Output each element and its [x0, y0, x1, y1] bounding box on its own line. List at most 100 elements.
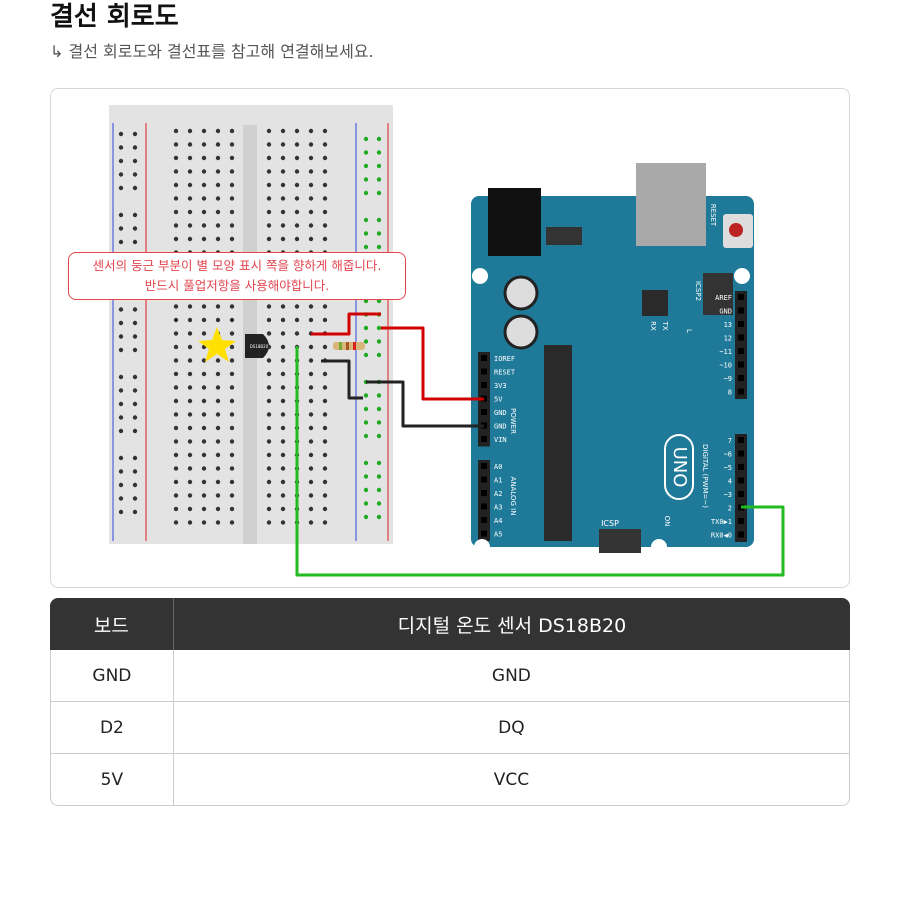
breadboard-hole	[294, 304, 300, 309]
pin	[738, 491, 744, 497]
breadboard-hole	[187, 398, 193, 404]
pin-label: GND	[494, 409, 507, 417]
breadboard-hole	[187, 128, 193, 134]
breadboard-hole	[280, 196, 286, 201]
breadboard-hole	[215, 452, 221, 458]
breadboard-hole	[215, 371, 221, 377]
breadboard-hole	[215, 317, 221, 323]
breadboard-hole	[173, 344, 179, 350]
microcontroller-chip	[544, 345, 572, 541]
breadboard-hole	[266, 520, 272, 525]
breadboard-hole	[266, 479, 272, 485]
breadboard-hole	[201, 479, 207, 485]
breadboard-hole	[201, 358, 207, 363]
rail-hole	[132, 307, 138, 312]
breadboard-hole	[266, 304, 272, 309]
rail-hole	[363, 514, 369, 520]
breadboard-hole	[308, 196, 314, 201]
rail-hole	[376, 325, 382, 331]
breadboard-hole	[308, 412, 314, 417]
breadboard-hole	[173, 236, 179, 242]
breadboard-hole	[322, 169, 328, 174]
icsp2-header	[703, 273, 733, 315]
rail-hole	[132, 415, 138, 420]
breadboard-hole	[187, 155, 193, 161]
rail-hole	[132, 212, 138, 218]
pin-label: GND	[494, 423, 507, 431]
breadboard-hole	[229, 425, 235, 431]
pin	[738, 375, 744, 381]
rail-hole	[132, 131, 138, 137]
breadboard-hole	[308, 317, 314, 323]
breadboard-hole	[280, 317, 286, 323]
breadboard-hole	[201, 182, 207, 188]
breadboard-hole	[229, 128, 235, 134]
breadboard-hole	[322, 344, 328, 350]
breadboard-hole	[215, 412, 221, 417]
breadboard-hole	[322, 520, 328, 525]
wire-data	[295, 346, 785, 577]
breadboard-hole	[215, 223, 221, 228]
rail-hole	[118, 212, 124, 218]
pin	[481, 368, 487, 375]
breadboard-hole	[229, 236, 235, 242]
cell-sensor: DQ	[172, 702, 850, 754]
breadboard-hole	[322, 425, 328, 431]
breadboard-hole	[308, 128, 314, 134]
breadboard-hole	[308, 371, 314, 377]
breadboard-hole	[280, 425, 286, 431]
breadboard-hole	[187, 425, 193, 431]
breadboard-hole	[266, 412, 272, 417]
note-line-1: 센서의 둥근 부분이 별 모양 표시 쪽을 향하게 해줍니다.	[92, 258, 382, 273]
breadboard-hole	[215, 425, 221, 431]
star-marker-icon	[198, 327, 236, 362]
breadboard-hole	[280, 155, 286, 161]
breadboard-hole	[322, 371, 328, 377]
mounting-hole	[472, 268, 488, 284]
rail-hole	[376, 501, 382, 506]
rail-hole	[118, 334, 124, 339]
breadboard-hole	[266, 425, 272, 431]
rail-hole	[118, 374, 124, 380]
pin-label: TX0▶1	[711, 518, 732, 526]
pin	[738, 361, 744, 368]
header-sensor: 디지털 온도 센서 DS18B20	[172, 598, 850, 650]
breadboard-hole	[280, 236, 286, 242]
rail-hole	[132, 347, 138, 353]
breadboard-hole	[215, 155, 221, 161]
breadboard-hole	[201, 317, 207, 323]
breadboard-hole	[201, 385, 207, 390]
breadboard-hole	[201, 506, 207, 512]
wire-5v	[381, 326, 484, 401]
pin-label: 4	[728, 478, 732, 486]
rail-hole	[363, 487, 369, 493]
breadboard-hole	[294, 331, 300, 336]
breadboard-hole	[280, 331, 286, 336]
breadboard-hole	[187, 223, 193, 228]
breadboard-hole	[215, 520, 221, 525]
breadboard-hole	[266, 236, 272, 242]
breadboard-hole	[215, 479, 221, 485]
rail-hole	[376, 393, 382, 398]
breadboard-hole	[308, 520, 314, 525]
breadboard-hole	[201, 398, 207, 404]
breadboard-hole	[173, 425, 179, 431]
rail-hole	[132, 239, 138, 245]
breadboard-hole	[173, 466, 179, 471]
breadboard-hole	[173, 452, 179, 458]
icsp-header	[599, 529, 641, 553]
breadboard-hole	[308, 344, 314, 350]
breadboard-hole	[201, 331, 207, 336]
pin-label: A4	[494, 517, 502, 525]
breadboard-hole	[229, 479, 235, 485]
breadboard-hole	[187, 209, 193, 215]
breadboard-hole	[266, 452, 272, 458]
breadboard-hole	[266, 466, 272, 471]
breadboard-hole	[280, 223, 286, 228]
rail-hole	[118, 307, 124, 312]
digital-bottom-header	[735, 434, 747, 542]
rail-hole	[376, 177, 382, 182]
rail-hole	[363, 150, 369, 155]
